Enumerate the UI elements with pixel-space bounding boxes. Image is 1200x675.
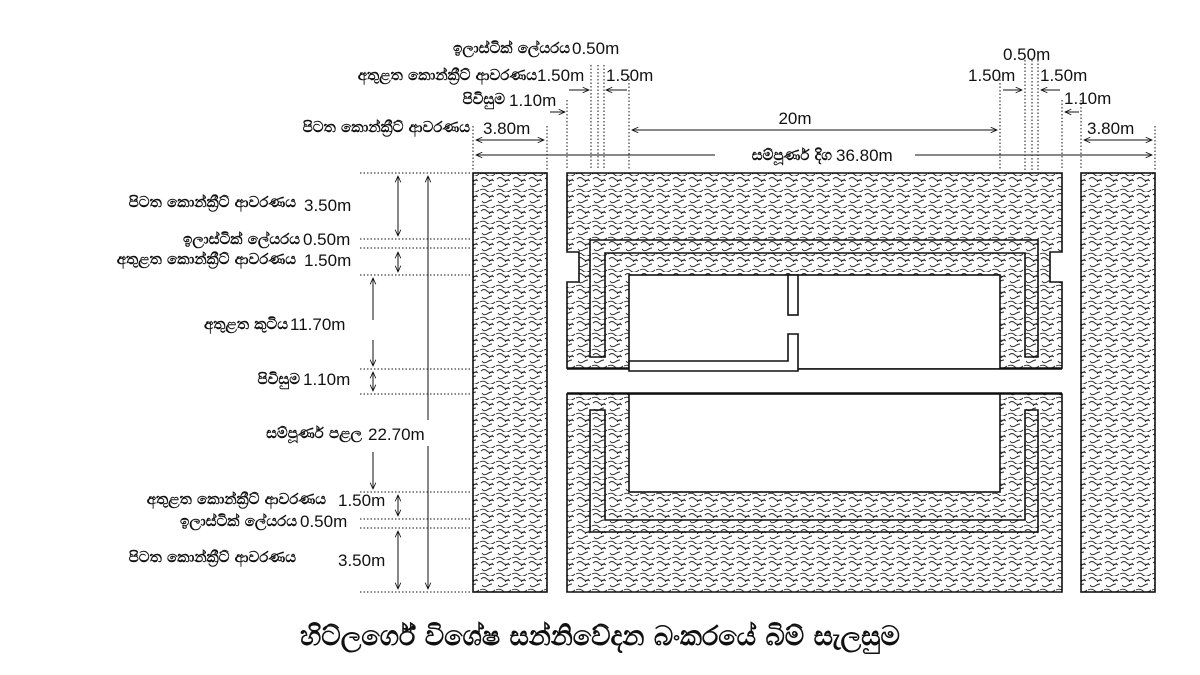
left-labels: පිටත කොන්ක්‍රීට් ආවරණය 3.50m ඉලාස්ටික් ල… <box>117 193 425 570</box>
total-width-value: 22.70m <box>368 425 425 444</box>
left-guide-lines <box>360 172 470 593</box>
right-corridor-value: 1.10m <box>1064 89 1111 108</box>
top-guide-lines <box>472 60 1156 170</box>
top-plastic-value: 0.50m <box>572 39 619 58</box>
left-dimension-arrows <box>373 176 428 589</box>
total-length-label: සම්පූර්ණ දිග <box>752 146 833 166</box>
left-outer-label-b: පිටත කොන්ක්‍රීට් ආවරණය <box>129 548 297 568</box>
left-outer-value: 3.50m <box>304 196 351 215</box>
total-width-label: සම්පූර්ණ පළල <box>266 424 362 444</box>
inner-partition <box>628 274 799 372</box>
left-plastic-label-b: ඉලාස්ටික් ලේයරය <box>180 512 297 531</box>
room-length-value: 20m <box>778 109 811 128</box>
top-corridor-value: 1.10m <box>509 91 556 110</box>
left-corridor-label: පිවිසුම <box>257 370 300 390</box>
top-plastic-label: ඉලාස්ටික් ලේයරය <box>453 39 570 58</box>
left-outer-value-b: 3.50m <box>338 551 385 570</box>
right-plastic-value: 0.50m <box>1003 45 1050 64</box>
top-inner-concrete-label: අතුළත කොන්ක්‍රීට් ආවරණය <box>358 66 537 86</box>
upper-bunker-block <box>566 172 1063 370</box>
left-corridor-value: 1.10m <box>303 370 350 389</box>
left-outer-wall <box>472 172 548 593</box>
top-inner-value-left: 1.50m <box>537 66 584 85</box>
left-inner-value-b: 1.50m <box>338 491 385 510</box>
right-inner-value-b: 1.50m <box>1040 66 1087 85</box>
lower-inner-room <box>628 393 1001 493</box>
left-inner-label: අතුළත කොන්ක්‍රීට් ආවරණය <box>117 250 296 270</box>
upper-inner-room <box>628 274 1001 370</box>
left-plastic-value-b: 0.50m <box>300 512 347 531</box>
inner-room-label: අතුළත කුටිය <box>204 315 288 334</box>
left-plastic-label: ඉලාස්ටික් ලේයරය <box>183 230 300 249</box>
lower-bunker-block <box>566 393 1063 593</box>
total-length-value: 36.80m <box>836 146 893 165</box>
right-outer-wall <box>1080 172 1156 593</box>
entrance-corridor <box>548 368 1080 394</box>
inner-room-value: 11.70m <box>290 315 345 334</box>
diagram-title: හිට්ලර්ගේ විශේෂ සන්නිවේදන බංකරයේ බිම් සැ… <box>300 621 900 655</box>
top-labels: ඉලාස්ටික් ලේයරය 0.50m අතුළත කොන්ක්‍රීට් … <box>303 39 1135 166</box>
top-corridor-label: පිවිසුම <box>462 90 505 110</box>
top-dimension-arrows <box>476 90 1152 155</box>
top-outer-value: 3.80m <box>483 119 530 138</box>
left-outer-label: පිටත කොන්ක්‍රීට් ආවරණය <box>129 193 297 213</box>
right-outer-value: 3.80m <box>1087 119 1134 138</box>
left-plastic-value: 0.50m <box>303 230 350 249</box>
top-outer-concrete-label: පිටත කොන්ක්‍රීට් ආවරණය <box>303 118 471 138</box>
left-inner-value: 1.50m <box>304 251 351 270</box>
top-inner-value-mid: 1.50m <box>606 66 653 85</box>
left-inner-label-b: අතුළත කොන්ක්‍රීට් ආවරණය <box>147 490 326 510</box>
right-inner-value-a: 1.50m <box>968 66 1015 85</box>
